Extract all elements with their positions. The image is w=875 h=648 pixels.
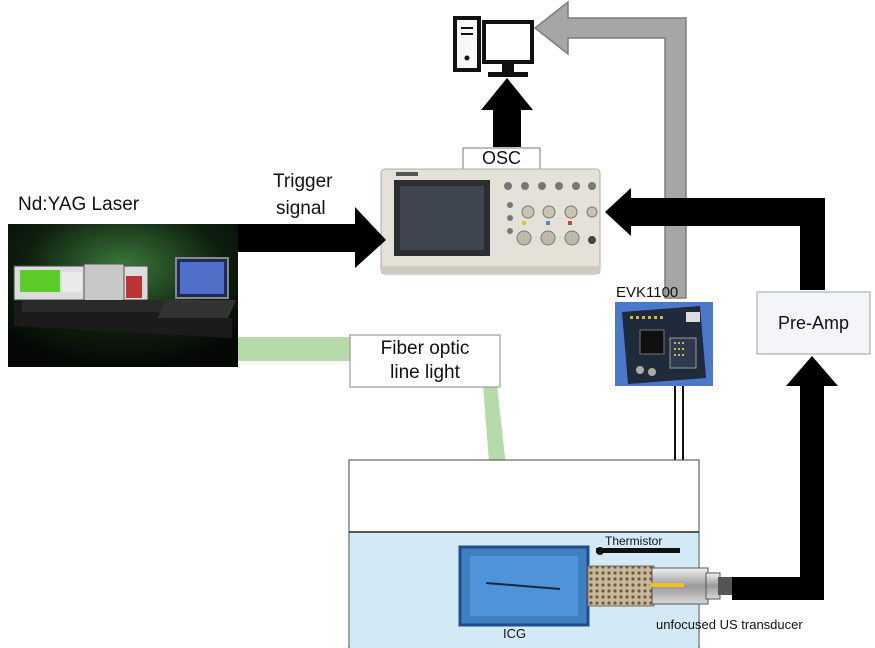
fiber-optic-box [349,334,501,388]
ultrasound-transducer-icon [587,565,732,607]
osc-label: OSC [481,148,521,168]
fiber-label-line2: line light [390,362,460,383]
fiber-label-line1: Fiber optic [380,338,470,359]
icg-sample-block [458,545,590,627]
icg-label: ICG [503,626,527,641]
transducer-to-preamp-arrow [732,356,838,600]
trigger-label: Trigger [273,171,333,192]
laser-system-icon [8,224,238,367]
osc-to-computer-arrow [481,78,533,147]
gray-data-arrow [533,0,687,299]
oscilloscope-icon [380,168,601,275]
signal-label: signal [276,198,326,219]
laser-label: Nd:YAG Laser [18,194,140,215]
evk-label: EVK1100 [616,284,679,301]
preamp-box [756,291,871,355]
thermistor-probe [596,547,680,555]
circuit-board-icon [615,302,713,386]
trigger-signal-arrow [238,207,386,268]
thermistor-label: Thermistor [605,534,663,548]
preamp-to-osc-arrow [605,188,825,290]
transducer-label: unfocused US transducer [656,617,803,632]
computer-icon [453,16,534,77]
preamp-label: Pre-Amp [777,313,849,333]
